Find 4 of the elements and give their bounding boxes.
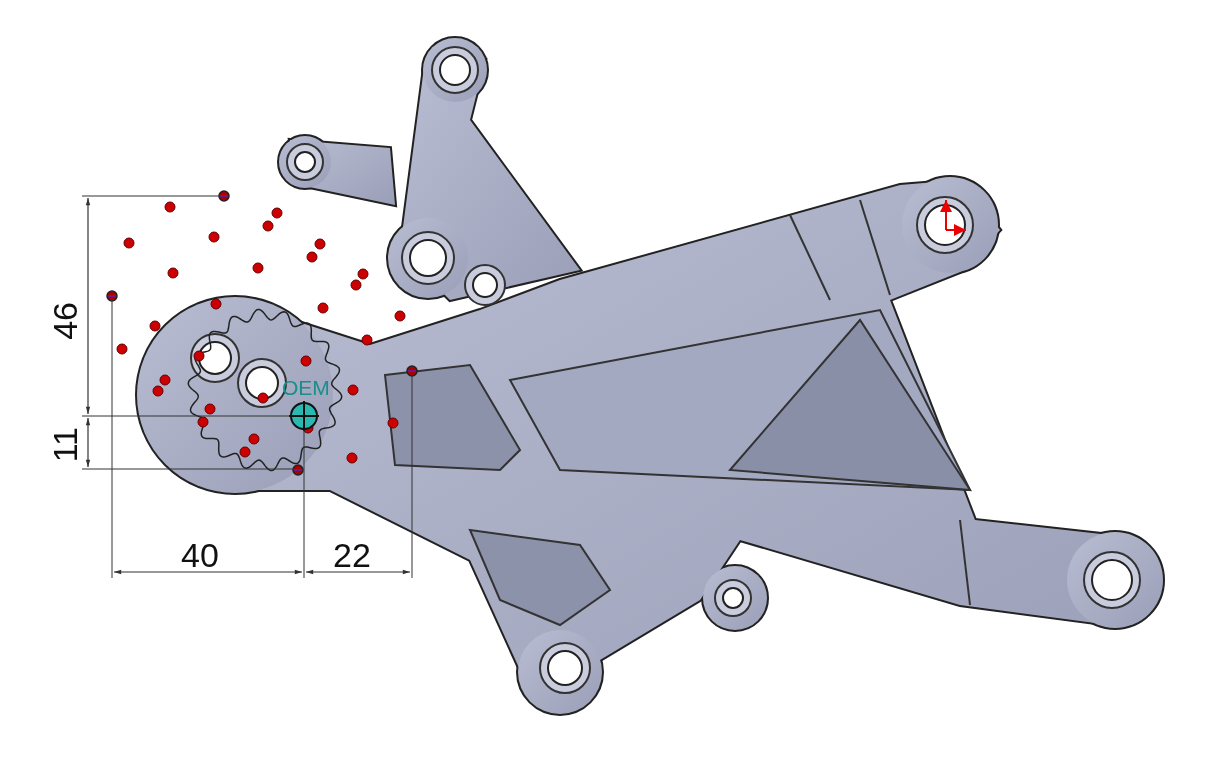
dimension-value: 11: [48, 427, 82, 463]
dimension-value: 46: [48, 302, 82, 340]
dimension-value: 22: [333, 538, 371, 572]
dimension-value: 40: [181, 538, 219, 572]
